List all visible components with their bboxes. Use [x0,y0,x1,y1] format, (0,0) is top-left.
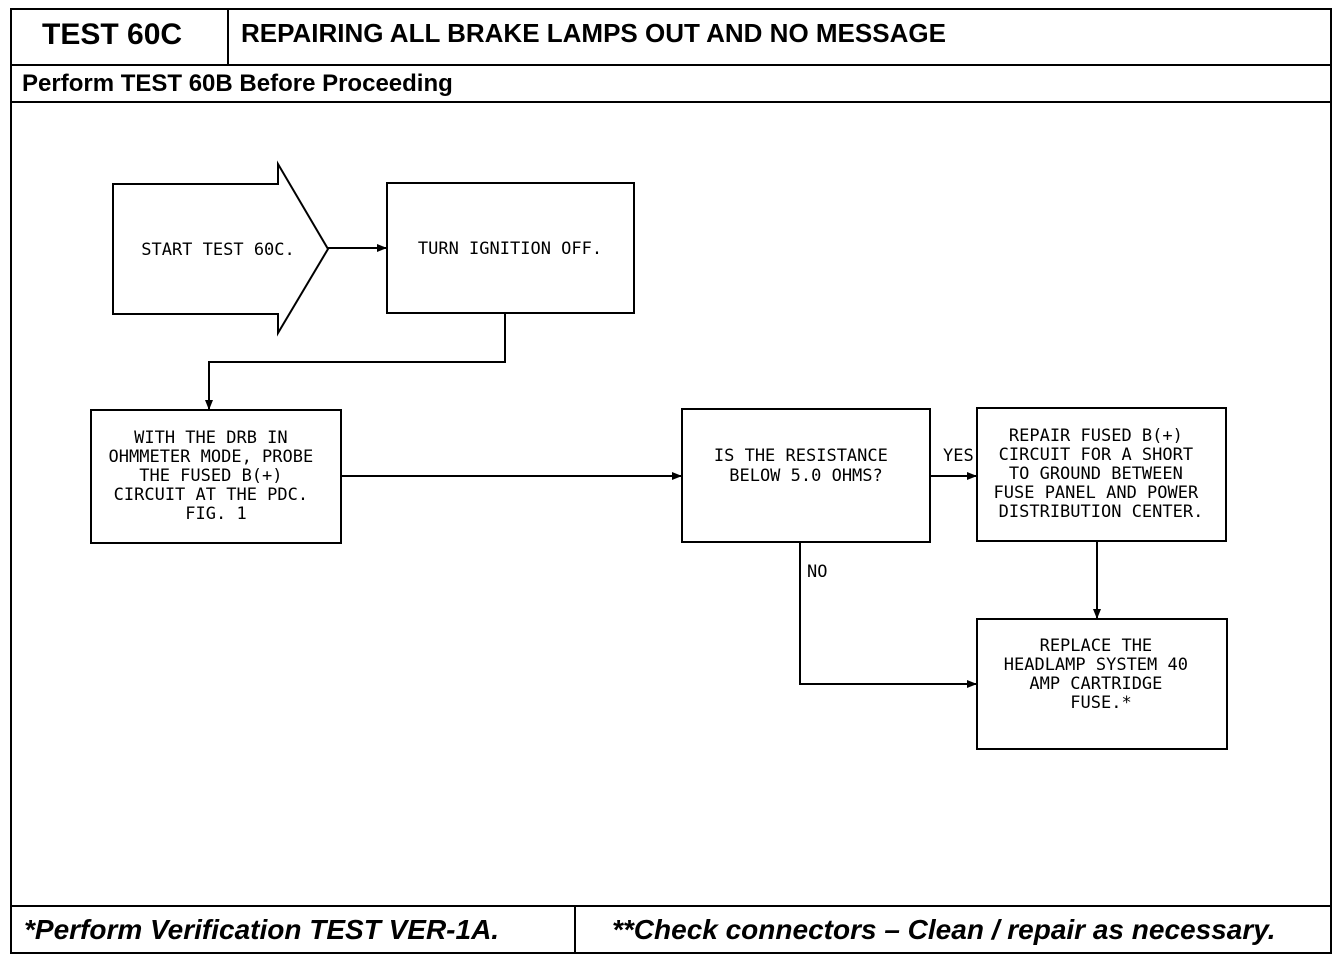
footer-connectors-note: **Check connectors – Clean / repair as n… [612,914,1276,945]
probe-label: WITH THE DRB IN OHMMETER MODE, PROBE THE… [109,428,324,524]
test-id: TEST 60C [42,18,183,51]
header-divider [227,8,229,66]
header-rule [10,64,1332,66]
footer-verification-note: *Perform Verification TEST VER-1A. [24,914,500,945]
no-line [799,543,977,688]
replace-label: REPLACE THE HEADLAMP SYSTEM 40 AMP CARTR… [1004,636,1198,713]
footer-rule [10,905,1332,907]
ignition-to-probe-line [205,314,506,410]
replace-box [976,618,1228,750]
test-title: REPAIRING ALL BRAKE LAMPS OUT AND NO MES… [241,18,946,48]
start-arrow-shape [112,160,330,337]
footer-divider [574,905,576,954]
ignition-box [386,182,635,314]
yes-label: YES [943,446,974,466]
ignition-label: TURN IGNITION OFF. [418,239,602,259]
start-label: START TEST 60C. [141,240,295,260]
probe-box [90,409,342,544]
page-frame [10,8,1332,954]
prereq-rule [10,101,1332,103]
repair-box [976,407,1227,542]
no-label: NO [807,562,827,582]
prerequisite-note: Perform TEST 60B Before Proceeding [22,70,453,97]
repair-label: REPAIR FUSED B(+) CIRCUIT FOR A SHORT TO… [994,426,1209,522]
question-label: IS THE RESISTANCE BELOW 5.0 OHMS? [714,446,898,486]
question-box [681,408,931,543]
